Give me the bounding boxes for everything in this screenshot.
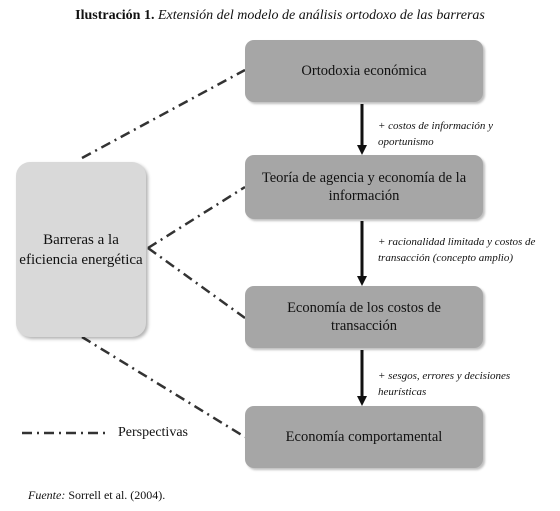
box-label: Economía de los costos de transacción bbox=[287, 300, 441, 334]
figure-title-label: Ilustración 1. bbox=[75, 8, 155, 23]
perspective-line-behavioral bbox=[81, 335, 246, 439]
perspective-line-orthodox bbox=[81, 68, 246, 160]
box-agency-theory: Teoría de agencia y economía de la infor… bbox=[245, 155, 483, 219]
box-label: Ortodoxia económica bbox=[301, 63, 427, 79]
figure-title-text: Extensión del modelo de análisis ortodox… bbox=[157, 8, 485, 23]
perspective-line-agency bbox=[147, 185, 246, 250]
box-label: Economía comportamental bbox=[285, 429, 443, 445]
source-text: Sorrell et al. (2004). bbox=[68, 488, 166, 502]
box-label: Teoría de agencia y economía de la infor… bbox=[261, 170, 467, 204]
source-label: Fuente: bbox=[28, 488, 66, 502]
source-note: Fuente: Sorrell et al. (2004). bbox=[28, 488, 165, 503]
barriers-box-label: Barreras a la eficiencia energética bbox=[19, 231, 143, 268]
legend-label: Perspectivas bbox=[118, 425, 188, 440]
note-biases: + sesgos, errores y decisiones heurístic… bbox=[378, 370, 511, 398]
barriers-box: Barreras a la eficiencia energética bbox=[16, 162, 146, 337]
note-information-costs: + costos de información y oportunismo bbox=[378, 120, 493, 148]
figure-title: Ilustración 1. Extensión del modelo de a… bbox=[0, 8, 560, 24]
box-transaction-costs: Economía de los costos de transacción bbox=[245, 286, 483, 348]
perspective-line-transaction bbox=[147, 246, 246, 320]
box-behavioral-economics: Economía comportamental bbox=[245, 406, 483, 468]
box-orthodox-economics: Ortodoxia económica bbox=[245, 40, 483, 102]
note-bounded-rationality: + racionalidad limitada y costos de tran… bbox=[378, 236, 536, 264]
